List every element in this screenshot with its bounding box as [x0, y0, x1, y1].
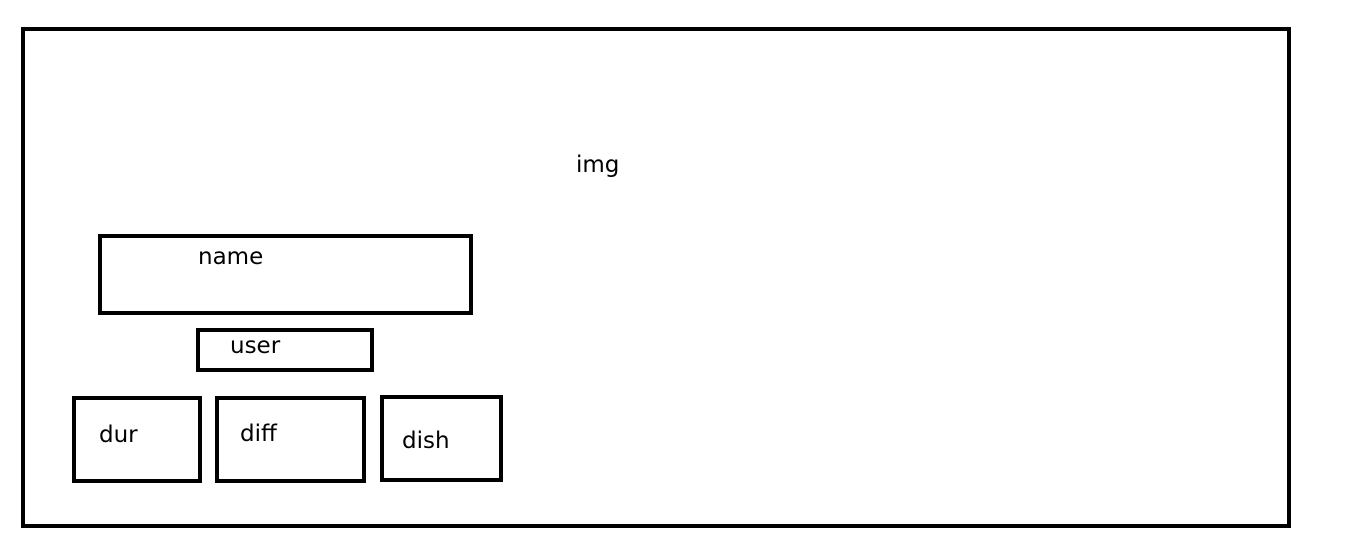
dish-label: dish	[402, 428, 450, 454]
image-placeholder-label: img	[576, 152, 620, 178]
name-field-box	[98, 234, 473, 315]
name-label: name	[198, 244, 264, 270]
duration-label: dur	[99, 422, 138, 448]
difficulty-label: diff	[240, 421, 277, 447]
difficulty-box	[215, 396, 366, 483]
user-field-box	[196, 328, 374, 372]
dish-box	[380, 395, 503, 482]
user-label: user	[230, 333, 281, 359]
duration-box	[72, 396, 202, 483]
